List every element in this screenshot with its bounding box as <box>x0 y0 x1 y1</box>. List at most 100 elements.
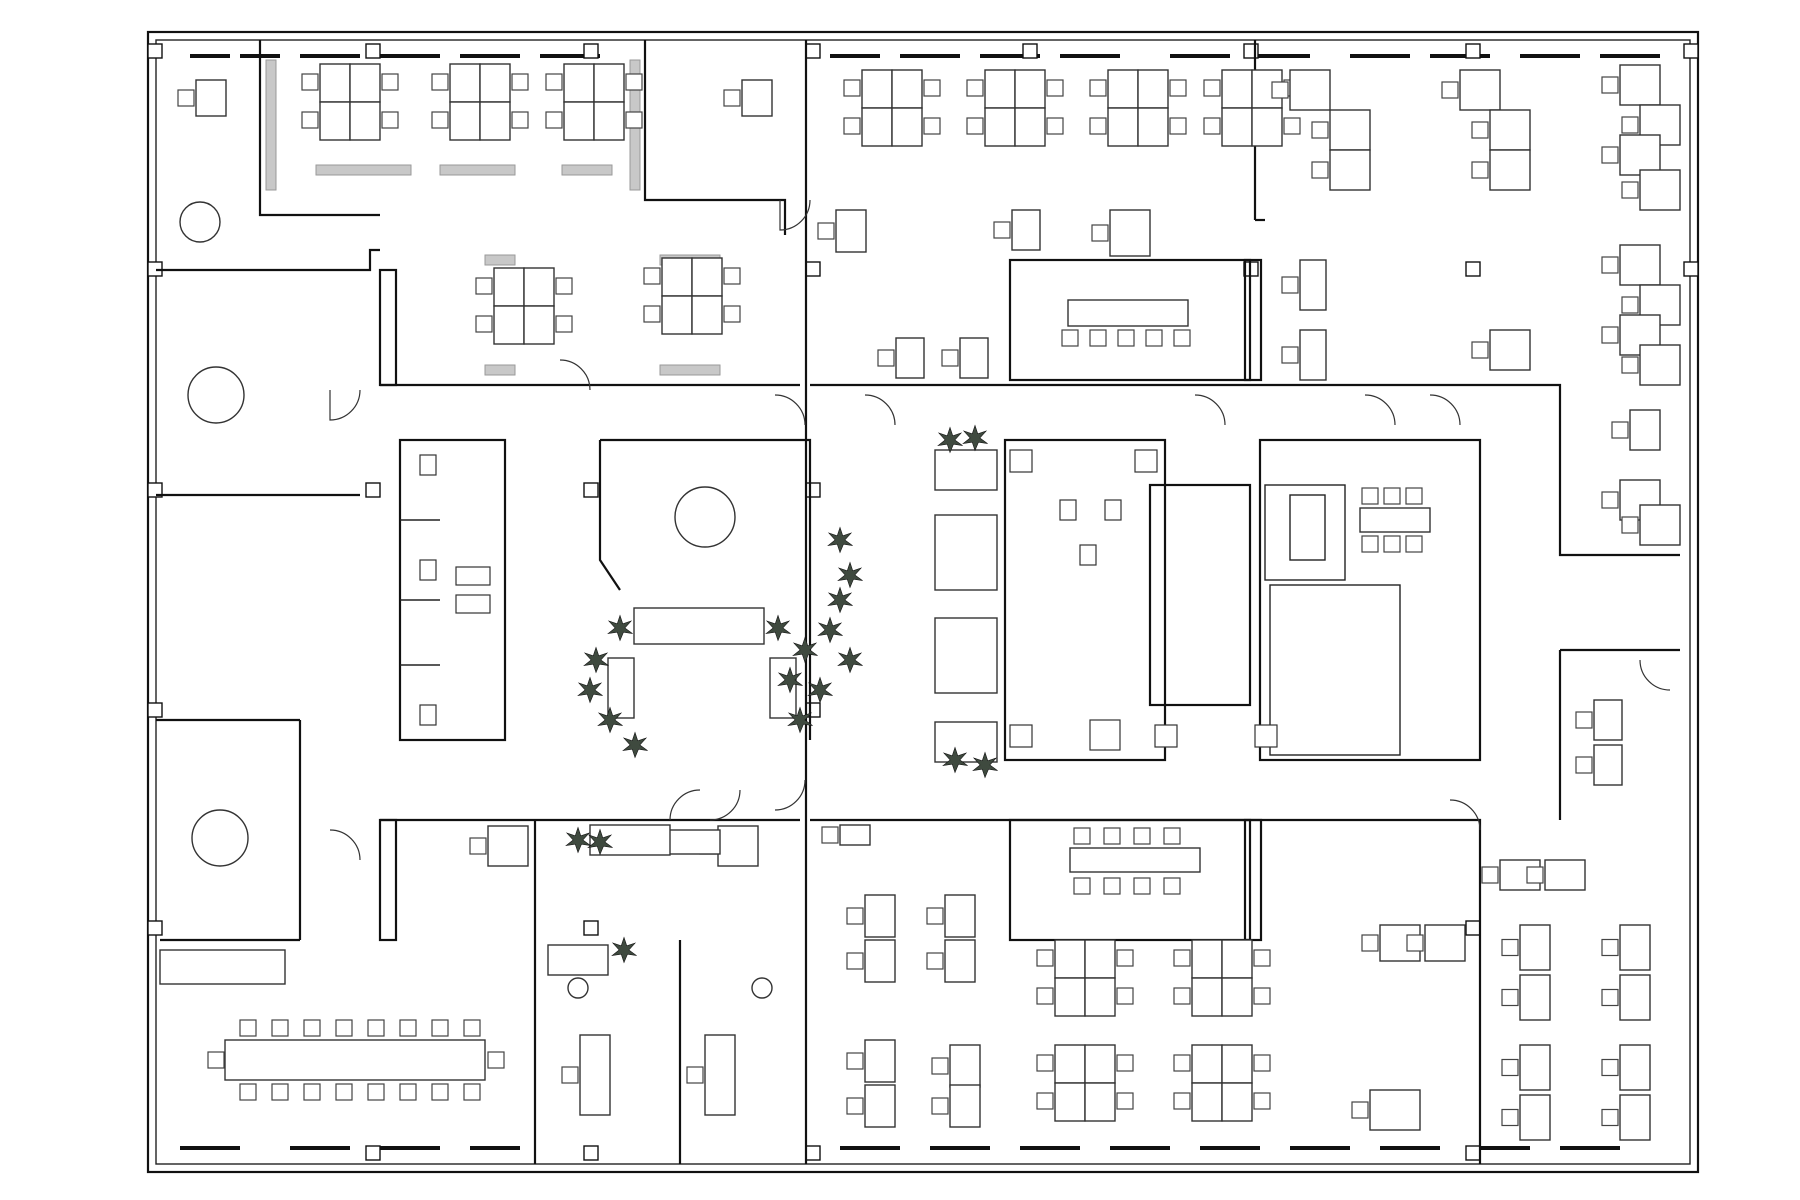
desk <box>1054 939 1086 979</box>
chair-icon <box>723 89 741 107</box>
chair-icon <box>1281 346 1299 364</box>
chair-icon <box>1601 1058 1619 1077</box>
chair-icon <box>1501 1108 1519 1127</box>
chair-icon <box>431 1083 449 1101</box>
round-table-icon <box>567 977 589 999</box>
chair-icon <box>301 73 319 91</box>
chair-icon <box>511 111 529 129</box>
plant-icon <box>765 615 791 641</box>
chair-icon <box>1145 329 1163 347</box>
plant-icon <box>607 615 633 641</box>
round-table-icon <box>187 366 245 424</box>
desk <box>704 1034 736 1116</box>
desk <box>1109 209 1151 257</box>
chair-icon <box>1163 877 1181 895</box>
chair-icon <box>431 111 449 129</box>
round-table-icon <box>191 809 249 867</box>
chair-icon <box>1611 421 1629 439</box>
plant-icon <box>817 617 843 643</box>
desk <box>1084 1082 1116 1122</box>
desk <box>895 337 925 379</box>
desk <box>493 267 525 307</box>
column-icon <box>1465 920 1481 936</box>
column-icon <box>1683 261 1699 277</box>
desk <box>1639 504 1681 546</box>
chair-icon <box>1351 1101 1369 1119</box>
desk <box>1084 977 1116 1017</box>
chair-icon <box>1046 117 1064 135</box>
chair-icon <box>335 1019 353 1037</box>
chair-icon <box>1271 81 1289 99</box>
chair-icon <box>843 117 861 135</box>
sofa-icon <box>607 657 635 719</box>
desk <box>449 101 481 141</box>
door-swing-icon <box>774 779 806 811</box>
desk <box>661 257 693 297</box>
chair-icon <box>1311 121 1329 139</box>
desk <box>1629 409 1661 451</box>
chair-icon <box>1253 1092 1271 1110</box>
desk <box>563 63 595 103</box>
chair-icon <box>367 1083 385 1101</box>
door-swing-icon <box>774 394 806 426</box>
desk <box>864 894 896 938</box>
chair-icon <box>1203 117 1221 135</box>
chair-icon <box>625 111 643 129</box>
sofa-icon <box>934 617 998 694</box>
chair-icon <box>207 1051 225 1069</box>
desk <box>1619 134 1661 176</box>
column-icon <box>805 261 821 277</box>
column-icon <box>583 1145 599 1161</box>
desk <box>891 107 923 147</box>
plant-icon <box>837 562 863 588</box>
chair-icon <box>239 1083 257 1101</box>
chair-icon <box>1283 117 1301 135</box>
desk <box>479 101 511 141</box>
chair-icon <box>463 1019 481 1037</box>
column-icon <box>1683 43 1699 59</box>
chair-icon <box>723 267 741 285</box>
chair-icon <box>846 907 864 925</box>
desk <box>1251 107 1283 147</box>
desk <box>1191 1044 1223 1084</box>
desk <box>1289 69 1331 111</box>
column-icon <box>1465 261 1481 277</box>
chair-icon <box>931 1057 949 1075</box>
desk <box>1489 329 1531 371</box>
chair-icon <box>555 315 573 333</box>
column-icon <box>805 482 821 498</box>
chair-icon <box>1621 181 1639 199</box>
chair-icon <box>1089 79 1107 97</box>
desk <box>1191 1082 1223 1122</box>
chair-icon <box>625 73 643 91</box>
chair-icon <box>545 73 563 91</box>
meeting-table <box>1359 507 1431 533</box>
boardroom-table <box>224 1039 486 1081</box>
chair-icon <box>1621 516 1639 534</box>
chair-icon <box>923 117 941 135</box>
desk <box>523 305 555 345</box>
desk <box>864 1084 896 1128</box>
chair-icon <box>1173 329 1191 347</box>
toilet-icon <box>1104 499 1122 521</box>
column-icon <box>1465 1145 1481 1161</box>
chair-icon <box>1253 1054 1271 1072</box>
plant-icon <box>792 637 818 663</box>
chair-icon <box>1173 987 1191 1005</box>
chair-icon <box>555 277 573 295</box>
desk <box>1593 699 1623 741</box>
chair-icon <box>367 1019 385 1037</box>
chair-icon <box>301 111 319 129</box>
desk <box>593 101 625 141</box>
door-swing-icon <box>1639 659 1671 691</box>
desk <box>1221 939 1253 979</box>
chair-icon <box>487 1051 505 1069</box>
chair-icon <box>1169 117 1187 135</box>
chair-icon <box>1163 827 1181 845</box>
desk <box>741 79 773 117</box>
sofa-icon <box>633 607 765 645</box>
chair-icon <box>817 222 835 240</box>
plant-icon <box>565 827 591 853</box>
chair-icon <box>463 1083 481 1101</box>
column-icon <box>147 920 163 936</box>
